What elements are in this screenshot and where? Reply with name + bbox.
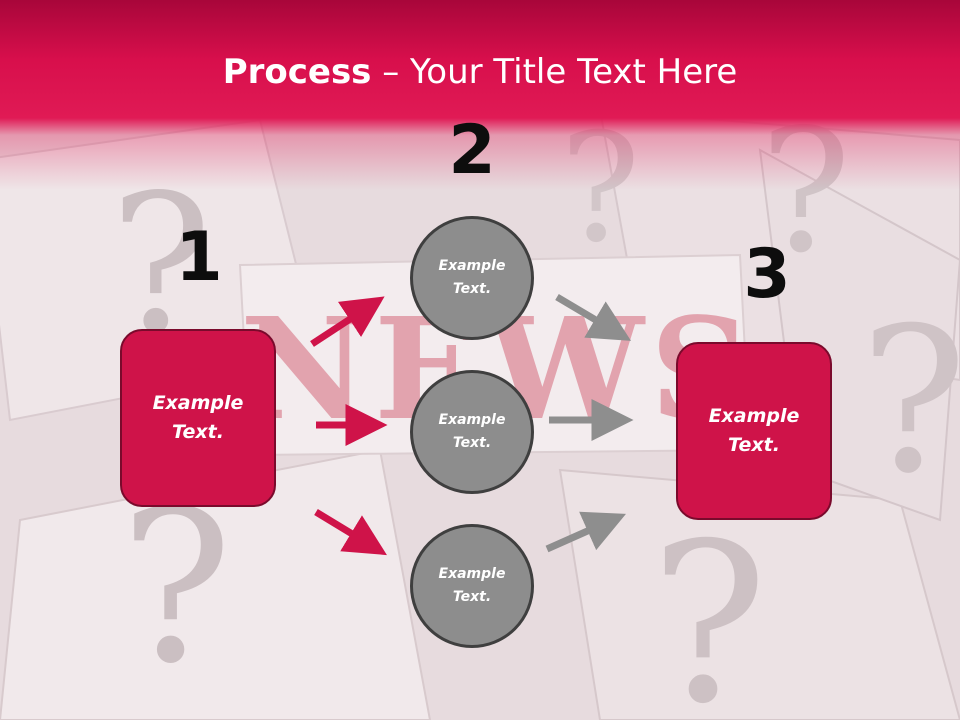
arrow-gray-bottom — [545, 511, 626, 553]
left-box-text: Example Text. — [152, 391, 244, 443]
svg-text:?: ? — [860, 285, 960, 518]
circle-top-text: Example Text. — [438, 257, 506, 297]
circle-top: Example Text. — [410, 216, 534, 340]
right-box: Example Text. — [676, 342, 832, 520]
title-bold: Process — [222, 52, 372, 92]
step-number-1: 1 — [175, 218, 223, 297]
step-number-2: 2 — [448, 111, 496, 190]
arrow-red-up — [310, 296, 385, 347]
right-box-text: Example Text. — [708, 404, 800, 456]
title-rest: – Your Title Text Here — [371, 52, 738, 92]
circle-middle: Example Text. — [410, 370, 534, 494]
arrow-gray-top — [555, 293, 632, 341]
slide-title: Process – Your Title Text Here — [0, 52, 960, 92]
circle-middle-text: Example Text. — [438, 411, 506, 451]
circle-bottom: Example Text. — [410, 524, 534, 648]
svg-text:?: ? — [650, 496, 768, 720]
left-box: Example Text. — [120, 329, 276, 507]
step-number-3: 3 — [743, 235, 791, 314]
arrow-red-down — [314, 509, 387, 556]
header-band — [0, 0, 960, 190]
circle-bottom-text: Example Text. — [438, 565, 506, 605]
